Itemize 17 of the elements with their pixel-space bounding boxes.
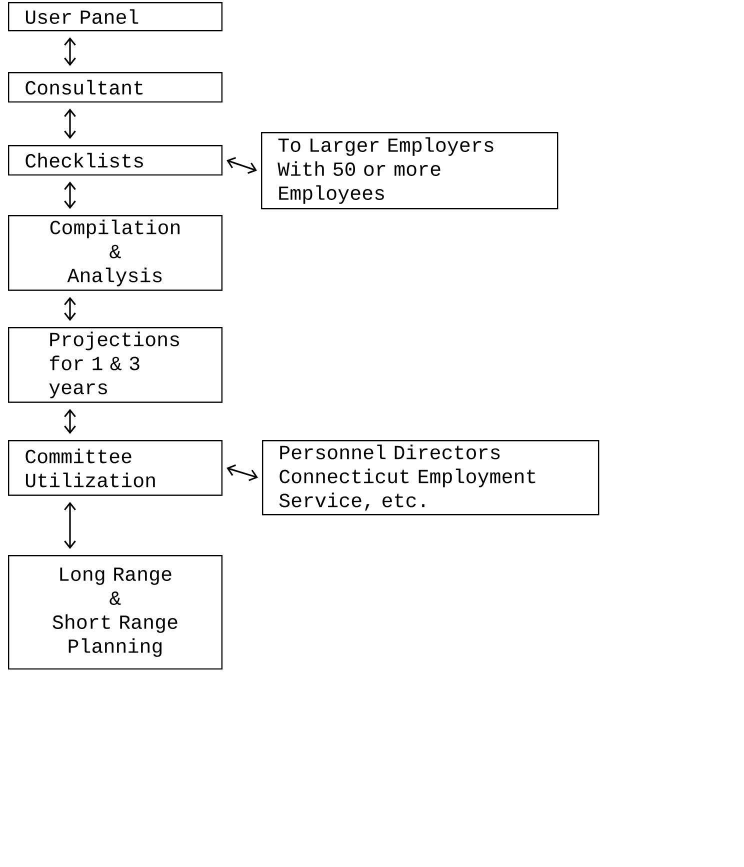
arrow	[64, 502, 76, 549]
arrow	[64, 408, 76, 434]
process-box: Consultant	[8, 72, 223, 103]
process-box: Committee Utilization	[8, 440, 223, 496]
process-box: Long Range & Short Range Planning	[8, 555, 223, 670]
arrow	[64, 296, 76, 321]
process-box: To Larger Employers With 50 or more Employees	[261, 132, 558, 210]
process-box: Compilation & Analysis	[8, 215, 223, 291]
arrow	[226, 157, 257, 174]
process-box: User Panel	[8, 2, 223, 32]
process-box: Checklists	[8, 145, 223, 176]
arrow	[64, 108, 76, 139]
process-box: Personnel Directors Connecticut Employment Service, etc.	[262, 440, 600, 516]
arrow	[64, 37, 76, 66]
arrow	[64, 182, 76, 209]
arrow	[226, 464, 258, 482]
process-box: Projections for 1 & 3 years	[8, 327, 223, 403]
